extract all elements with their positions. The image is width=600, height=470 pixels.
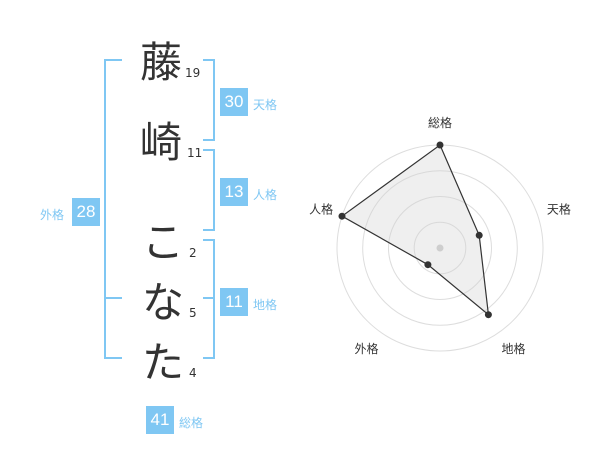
soukaku-value: 41	[146, 406, 174, 434]
tenkaku-bracket	[203, 59, 215, 141]
name-char-2: 崎	[140, 118, 183, 167]
stroke-count-3: 2	[189, 246, 197, 260]
stroke-count-4: 5	[189, 306, 197, 320]
jinkaku-bracket	[203, 149, 215, 231]
name-char-5: た	[142, 338, 185, 387]
tenkaku-value: 30	[220, 88, 248, 116]
gaikaku-label: 外格	[40, 208, 65, 222]
name-char-4: な	[142, 278, 185, 327]
jinkaku-label: 人格	[253, 188, 278, 202]
chikaku-label: 地格	[253, 298, 278, 312]
tenkaku-label: 天格	[253, 98, 278, 112]
name-char-3: こ	[142, 218, 185, 267]
gaikaku-value: 28	[72, 198, 100, 226]
stroke-count-2: 11	[187, 146, 203, 160]
stroke-count-1: 19	[185, 66, 201, 80]
stroke-count-5: 4	[189, 366, 197, 380]
chikaku-value: 11	[220, 288, 248, 316]
gaikaku-bracket	[104, 59, 122, 359]
soukaku-label: 総格	[179, 416, 204, 430]
jinkaku-value: 13	[220, 178, 248, 206]
name-char-1: 藤	[140, 38, 183, 87]
